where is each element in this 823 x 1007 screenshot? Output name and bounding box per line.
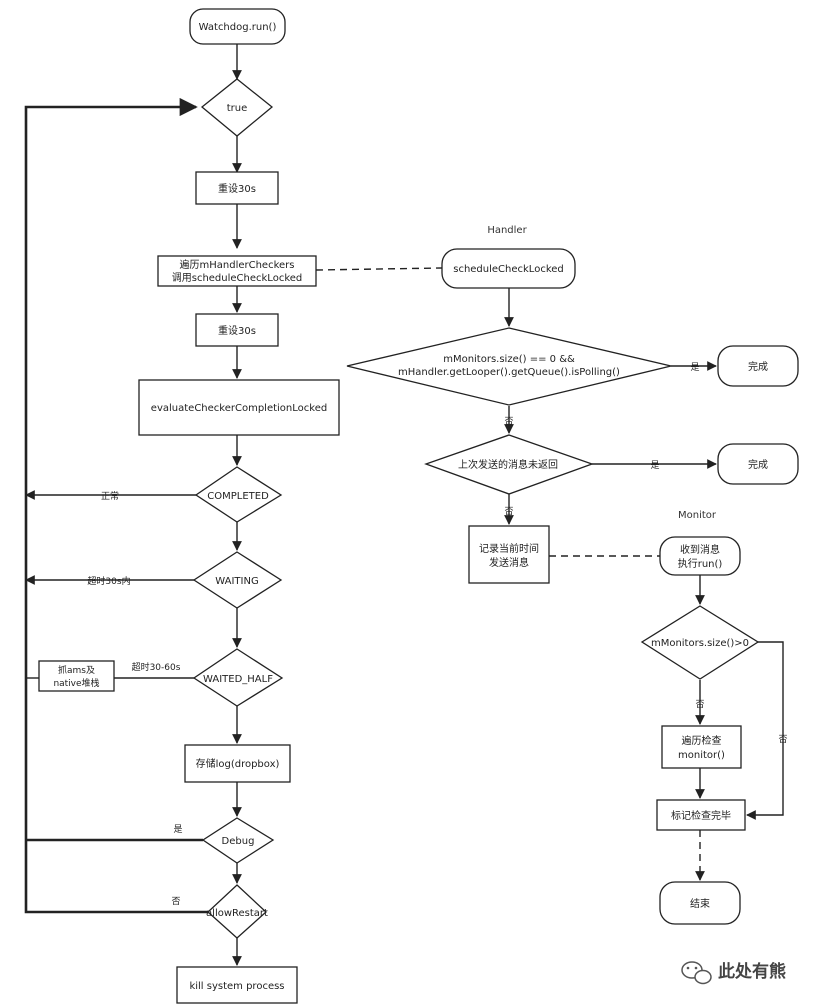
dump-stack-node[interactable]: 抓ams及 native堆栈 (38, 660, 115, 692)
svg-text:调用scheduleCheckLocked: 调用scheduleCheckLocked (172, 272, 303, 284)
svg-text:Debug: Debug (222, 836, 255, 847)
svg-text:native堆栈: native堆栈 (53, 677, 99, 689)
svg-text:evaluateCheckerCompletionLocke: evaluateCheckerCompletionLocked (151, 403, 327, 414)
done-node-1[interactable]: 完成 (717, 345, 799, 387)
done-node-2[interactable]: 完成 (717, 443, 799, 485)
svg-text:重设30s: 重设30s (218, 324, 256, 337)
waiting-edge-label: 超时30s内 (87, 575, 130, 587)
svg-text:重设30s: 重设30s (218, 182, 256, 195)
monitor-header: Monitor (678, 510, 717, 521)
completed-edge-label: 正常 (101, 490, 119, 502)
kill-system-process-node[interactable]: kill system process (176, 966, 298, 1004)
svg-text:标记检查完毕: 标记检查完毕 (671, 809, 731, 822)
svg-text:mHandler.getLooper().getQueue(: mHandler.getLooper().getQueue().isPollin… (398, 367, 620, 378)
record-time-send-message-node[interactable]: 记录当前时间 发送消息 (468, 525, 550, 584)
svg-text:allowRestart: allowRestart (206, 908, 268, 919)
svg-text:记录当前时间: 记录当前时间 (479, 542, 539, 555)
waiting-decision[interactable]: WAITING (192, 551, 283, 609)
end-node[interactable]: 结束 (659, 881, 741, 925)
wechat-icon (681, 961, 712, 985)
pending-yes-label: 是 (650, 460, 659, 471)
loop-decision[interactable]: true (200, 78, 274, 137)
allow-restart-no-label: 否 (171, 896, 180, 907)
traverse-monitors-node[interactable]: 遍历检查 monitor() (661, 725, 742, 769)
svg-text:发送消息: 发送消息 (489, 556, 529, 569)
debug-decision[interactable]: Debug (201, 817, 275, 864)
completed-decision[interactable]: COMPLETED (194, 466, 283, 523)
waited-half-edge-label: 超时30-60s (132, 661, 181, 673)
monitor-flow-connectors (695, 575, 784, 881)
receive-message-node[interactable]: 收到消息 执行run() (659, 536, 741, 576)
svg-text:Watchdog.run(): Watchdog.run() (199, 22, 277, 33)
svg-text:完成: 完成 (748, 360, 768, 373)
svg-text:mMonitors.size() == 0 &&: mMonitors.size() == 0 && (443, 354, 575, 365)
polling-no-label: 否 (504, 416, 513, 427)
schedule-check-locked-node[interactable]: scheduleCheckLocked (441, 248, 576, 289)
svg-text:mMonitors.size()>0: mMonitors.size()>0 (651, 638, 749, 649)
allow-restart-decision[interactable]: allowRestart (206, 884, 268, 939)
svg-text:结束: 结束 (690, 897, 710, 910)
svg-text:执行run(): 执行run() (678, 557, 723, 570)
svg-text:收到消息: 收到消息 (680, 543, 720, 556)
monitors-polling-decision[interactable]: mMonitors.size() == 0 && mHandler.getLoo… (346, 327, 672, 406)
handler-header: Handler (487, 225, 527, 236)
svg-text:遍历mHandlerCheckers: 遍历mHandlerCheckers (180, 258, 295, 271)
svg-text:monitor(): monitor() (678, 750, 725, 761)
svg-text:true: true (227, 103, 248, 114)
pending-no-label: 否 (504, 506, 513, 517)
svg-text:kill system process: kill system process (189, 981, 284, 992)
svg-text:scheduleCheckLocked: scheduleCheckLocked (453, 264, 564, 275)
reset-30s-node-2[interactable]: 重设30s (195, 313, 279, 347)
svg-text:WAITED_HALF: WAITED_HALF (203, 674, 273, 685)
last-message-pending-decision[interactable]: 上次发送的消息未返回 (424, 434, 594, 495)
svg-text:遍历检查: 遍历检查 (682, 734, 722, 747)
left-flow-connectors (24, 44, 443, 966)
watermark-text: 此处有熊 (718, 961, 786, 982)
size-no-label-down: 否 (695, 699, 704, 710)
svg-text:存储log(dropbox): 存储log(dropbox) (196, 757, 280, 770)
svg-text:COMPLETED: COMPLETED (207, 491, 269, 502)
polling-yes-label: 是 (690, 362, 699, 373)
evaluate-completion-node[interactable]: evaluateCheckerCompletionLocked (138, 379, 340, 436)
mark-check-complete-node[interactable]: 标记检查完毕 (656, 799, 746, 831)
store-log-node[interactable]: 存储log(dropbox) (184, 744, 291, 783)
start-node[interactable]: Watchdog.run() (189, 8, 286, 45)
waited-half-decision[interactable]: WAITED_HALF (192, 648, 284, 707)
reset-30s-node[interactable]: 重设30s (195, 171, 279, 205)
handler-flow-connectors (504, 288, 717, 557)
traverse-handler-checkers-node[interactable]: 遍历mHandlerCheckers 调用scheduleCheckLocked (157, 255, 317, 287)
debug-yes-label: 是 (173, 824, 182, 835)
size-no-label-right: 否 (778, 734, 787, 745)
svg-text:完成: 完成 (748, 458, 768, 471)
svg-text:WAITING: WAITING (215, 576, 258, 587)
svg-text:抓ams及: 抓ams及 (58, 664, 95, 676)
svg-text:上次发送的消息未返回: 上次发送的消息未返回 (458, 458, 558, 471)
monitors-size-decision[interactable]: mMonitors.size()>0 (640, 605, 760, 680)
